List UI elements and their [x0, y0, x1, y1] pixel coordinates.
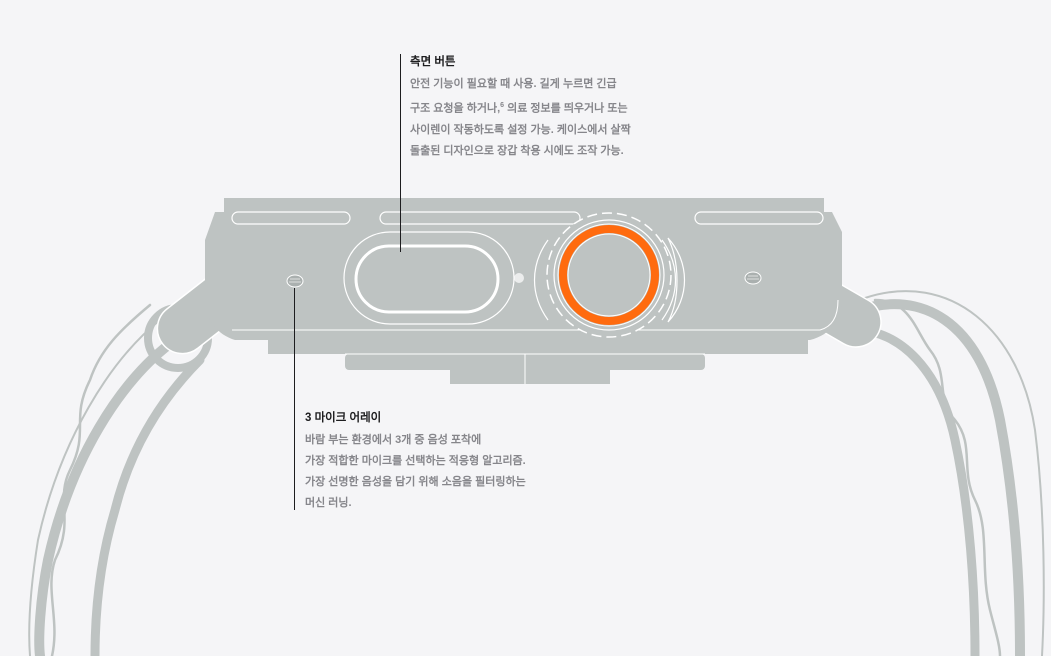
- speaker-hole: [514, 273, 524, 283]
- mic-array-line-4: 머신 러닝.: [305, 497, 352, 509]
- left-band: [28, 303, 205, 656]
- mic-array-title: 3 마이크 어레이: [305, 412, 382, 424]
- mic-array-line-1: 바람 부는 환경에서 3개 중 음성 포착에: [305, 434, 482, 446]
- microphone-right-icon: [744, 271, 762, 285]
- side-button-icon: [343, 231, 515, 325]
- side-button-line-3: 사이렌이 작동하도록 설정 가능. 케이스에서 살짝: [410, 123, 631, 136]
- side-button-line-4: 돌출된 디자인으로 장갑 착용 시에도 조작 가능.: [410, 144, 624, 157]
- watch-case: [205, 198, 842, 384]
- side-button-line-2: 구조 요청을 하거나,6 의료 정보를 띄우거나 또는: [410, 102, 628, 115]
- microphone-left-icon: [286, 274, 304, 288]
- mic-array-line-2: 가장 적합한 마이크를 선택하는 적응형 알고리즘.: [305, 455, 526, 467]
- footnote-marker[interactable]: 6: [500, 102, 505, 109]
- mic-leader: [294, 288, 295, 510]
- side-button-line-1: 안전 기능이 필요할 때 사용. 길게 누르면 긴급: [410, 78, 617, 90]
- mic-array-callout: 3 마이크 어레이 바람 부는 환경에서 3개 중 음성 포착에 가장 적합한 …: [305, 410, 526, 514]
- digital-crown-icon: [533, 212, 685, 338]
- side-button-leader: [400, 54, 401, 252]
- right-band: [850, 290, 1045, 656]
- side-button-title: 측면 버튼: [410, 56, 456, 68]
- side-button-callout: 측면 버튼 안전 기능이 필요할 때 사용. 길게 누르면 긴급 구조 요청을 …: [410, 54, 631, 162]
- mic-array-line-3: 가장 선명한 음성을 담기 위해 소음을 필터링하는: [305, 476, 526, 488]
